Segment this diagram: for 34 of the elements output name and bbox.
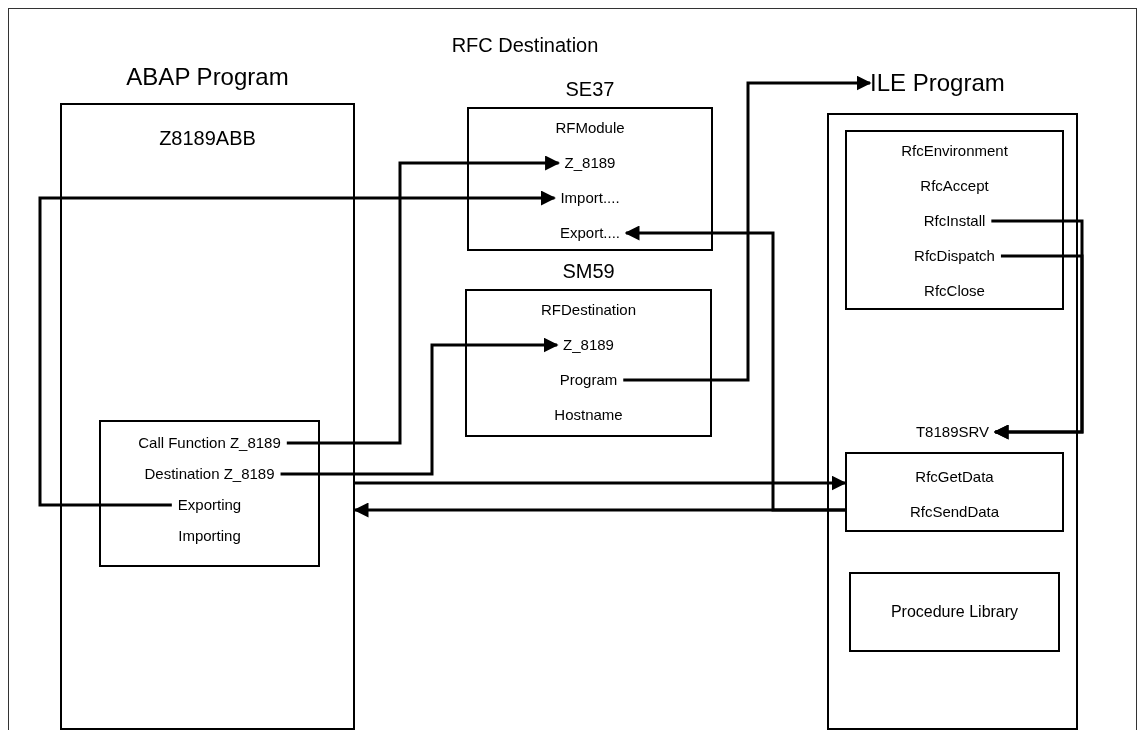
item-label: RFDestination	[541, 299, 636, 321]
arrow	[624, 225, 845, 512]
box-heading: SE37	[565, 79, 615, 99]
item-label: Hostname	[554, 404, 623, 426]
item-label: RfcInstall	[923, 210, 986, 232]
arrow	[38, 190, 556, 507]
arrow	[623, 75, 872, 382]
item-label: RFModule	[555, 117, 625, 139]
arrow	[286, 155, 561, 445]
item-label: Import....	[560, 187, 620, 209]
item-label: RfcEnvironment	[901, 140, 1008, 162]
item-label: Exporting	[177, 494, 242, 516]
box-heading: SM59	[562, 261, 615, 281]
item-label: Destination Z_8189	[144, 463, 275, 485]
item-label: Z_8189	[564, 152, 616, 174]
item-label: Program	[559, 369, 618, 391]
arrow	[280, 337, 559, 476]
arrow	[993, 254, 1084, 440]
item-label: Z_8189	[563, 334, 614, 356]
arrow	[355, 475, 847, 491]
item-label: RfcGetData	[915, 466, 994, 488]
item-label: Importing	[178, 525, 241, 547]
item-label: RfcDispatch	[914, 245, 995, 267]
item-label: Call Function Z_8189	[138, 432, 281, 454]
program-name: Z8189ABB	[159, 126, 256, 151]
box-label: Procedure Library	[889, 602, 1020, 622]
box-heading: ILE Program	[870, 71, 1005, 95]
item-label: T8189SRV	[915, 421, 990, 443]
diagram-title: RFC Destination	[451, 35, 599, 55]
item-label: RfcClose	[924, 280, 985, 302]
item-label: RfcSendData	[909, 501, 1000, 523]
item-label: Export....	[560, 222, 620, 244]
item-label: RfcAccept	[920, 175, 989, 197]
box-heading: ABAP Program	[126, 65, 289, 89]
